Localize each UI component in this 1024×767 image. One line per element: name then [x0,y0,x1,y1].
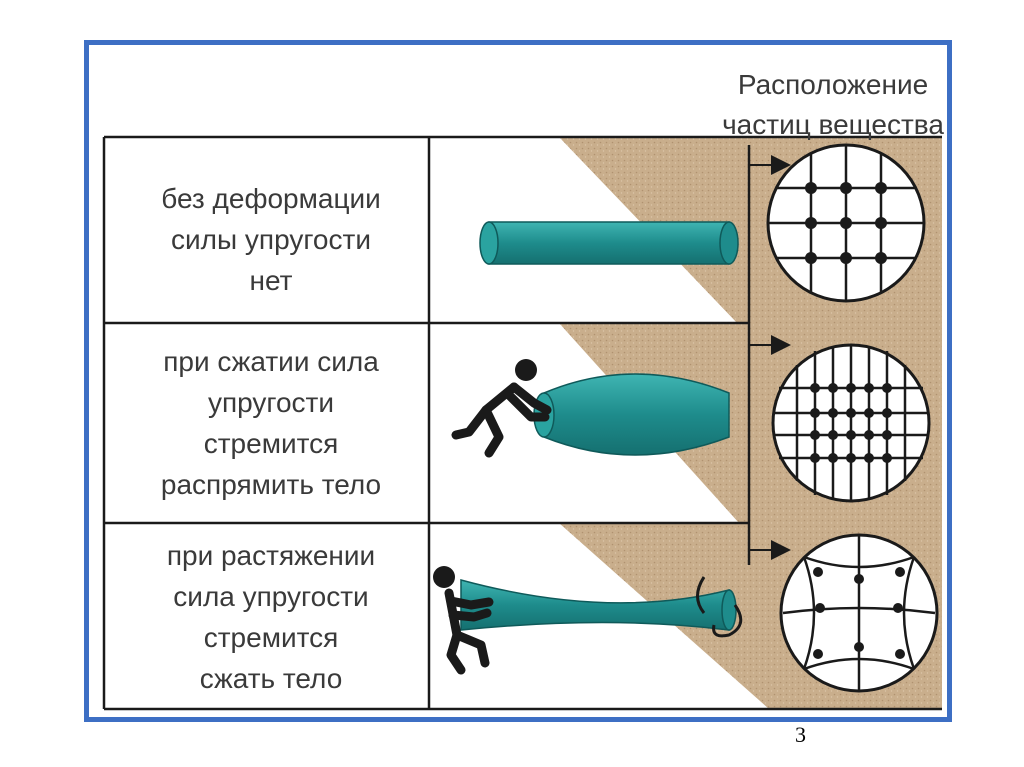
header-line: частиц вещества [722,109,944,140]
person-pushing-icon [451,359,552,458]
table-grid [102,135,942,711]
person-pulling-icon [433,566,494,675]
label-line: нет [249,265,293,296]
label-line: без деформации [161,183,381,214]
row-label-compression: при сжатии сила упругости стремится расп… [113,341,429,505]
label-line: силы упругости [171,224,371,255]
label-line: упругости [207,387,335,418]
row-label-stretching: при растяжении сила упругости стремится … [113,535,429,699]
label-line: сжать тело [199,663,343,694]
header-line: Расположение [737,69,929,100]
particle-lattice-icon [771,343,931,503]
label-line: при растяжении [166,540,376,571]
label-line: стремится [203,622,339,653]
slide-frame: Расположение частиц вещества без деформа… [84,40,952,722]
particle-lattice-icon [779,533,939,693]
label-line: сила упругости [173,581,369,612]
hook-icon [696,576,743,638]
particle-arrangement-header: Расположение частиц вещества [709,65,957,145]
page-number: 3 [795,722,806,747]
label-line: распрямить тело [160,469,382,500]
label-line: при сжатии сила [163,346,379,377]
rod-compressed [533,373,730,456]
rod-undeformed [479,221,739,265]
particle-lattice-icon [766,143,926,303]
row-label-no-deformation: без деформации силы упругости нет [113,178,429,301]
label-line: стремится [203,428,339,459]
rod-stretched [460,579,737,631]
elasticity-diagram [102,135,942,711]
